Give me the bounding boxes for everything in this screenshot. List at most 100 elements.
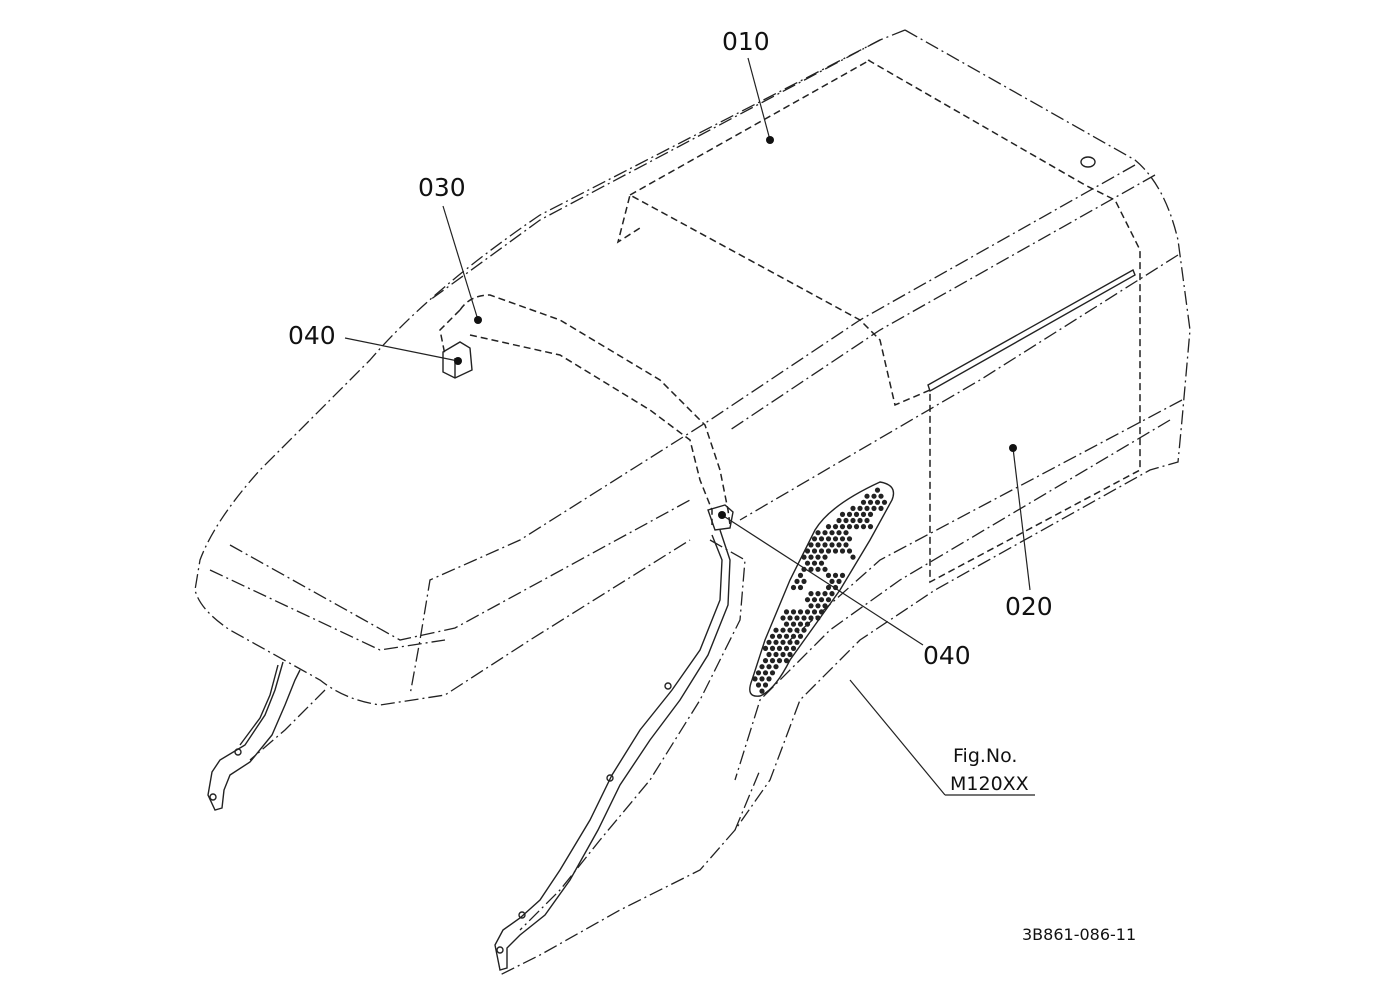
grille-hole (801, 578, 807, 585)
grille-hole (776, 645, 783, 652)
grille-hole (776, 633, 783, 639)
grille-hole (839, 524, 846, 530)
grille-hole (773, 639, 779, 645)
grille-hole (783, 633, 790, 639)
dot-010 (766, 136, 774, 144)
grille-hole (825, 548, 832, 554)
dot-040a (454, 357, 462, 365)
grille-hole (839, 536, 846, 542)
grille-hole (783, 621, 790, 627)
grille-hole (808, 554, 814, 560)
grille-hole (773, 627, 779, 633)
grille-hole (867, 499, 874, 505)
grille-hole (839, 511, 846, 517)
grille-hole (860, 511, 867, 517)
grille-hole (839, 548, 846, 554)
grille-hole (825, 536, 832, 542)
grille-hole (787, 639, 793, 645)
callouts (344, 57, 1035, 796)
grille-hole (783, 609, 790, 615)
grille-hole (832, 524, 839, 530)
grille-hole (790, 645, 797, 652)
grille-hole (804, 609, 811, 615)
grille-hole (794, 639, 800, 645)
grille-hole (762, 658, 769, 664)
grille-hole (822, 603, 828, 609)
grille-hole (871, 505, 877, 511)
grille-hole (874, 499, 881, 505)
grille-hole (867, 524, 874, 530)
grille-hole (867, 511, 874, 517)
grille-hole (857, 505, 863, 511)
grille-hole (797, 572, 804, 579)
grille-hole (825, 572, 832, 579)
roof-hole (1080, 156, 1096, 168)
grille-hole (804, 597, 811, 603)
label-040-side: 040 (923, 641, 971, 670)
grille-hole (815, 603, 821, 609)
grille-hole (829, 578, 835, 585)
grille-hole (857, 517, 863, 524)
grille-hole (818, 548, 825, 554)
grille-hole (846, 524, 853, 530)
part-040-clip-side (707, 504, 734, 531)
grille-panel (749, 481, 895, 697)
label-010: 010 (722, 27, 770, 56)
grille-hole (815, 530, 821, 536)
grille-hole (881, 499, 888, 505)
part-030-outline (439, 294, 731, 526)
grille-hole (846, 548, 853, 554)
grille-hole (752, 676, 758, 682)
grille-hole (825, 524, 832, 530)
left-bracket (207, 661, 301, 811)
label-020: 020 (1005, 592, 1053, 621)
grille-hole (815, 566, 821, 572)
hood-outline (194, 29, 1191, 976)
drawing-code: 3B861-086-11 (1022, 925, 1136, 944)
grille-hole (804, 548, 811, 554)
grille-hole (818, 597, 825, 603)
grille-hole (811, 536, 818, 542)
grille-hole (815, 542, 821, 548)
grille-hole (762, 645, 769, 652)
grille-hole (829, 591, 835, 597)
grille-hole (755, 682, 762, 688)
grille-hole (780, 615, 786, 621)
dot-040b (718, 511, 726, 519)
grille-hole (829, 542, 835, 548)
grille-hole (832, 536, 839, 542)
grille-hole (808, 542, 814, 548)
grille-hole (843, 530, 849, 536)
grille-hole (871, 493, 877, 499)
grille-hole (766, 639, 772, 645)
grille-hole (759, 664, 765, 670)
label-030: 030 (418, 173, 466, 202)
grille-hole (776, 658, 783, 664)
grille-hole (864, 517, 870, 524)
grille-hole (811, 548, 818, 554)
grille-hole (769, 670, 776, 676)
grille-hole (790, 633, 797, 639)
part-020-strip (927, 268, 1136, 393)
grille-hole (860, 524, 867, 530)
right-skirt-bracket (494, 529, 731, 971)
grille-hole (843, 542, 849, 548)
grille-hole (773, 664, 779, 670)
grille-hole (773, 651, 779, 658)
grille-hole (853, 524, 860, 530)
grille-hole (878, 505, 884, 511)
grille-hole (769, 633, 776, 639)
label-040-top: 040 (288, 321, 336, 350)
grille-hole (864, 493, 870, 499)
grille-hole (787, 615, 793, 621)
grille-hole (787, 627, 793, 633)
grille-hole (790, 621, 797, 627)
grille-hole (794, 615, 800, 621)
grille-hole (808, 615, 814, 621)
grille-hole (808, 603, 814, 609)
grille-hole (815, 554, 821, 560)
grille-hole (839, 572, 846, 579)
grille-hole (766, 651, 772, 658)
fig-no-value: M120XX (950, 773, 1029, 795)
grille-hole (769, 658, 776, 664)
